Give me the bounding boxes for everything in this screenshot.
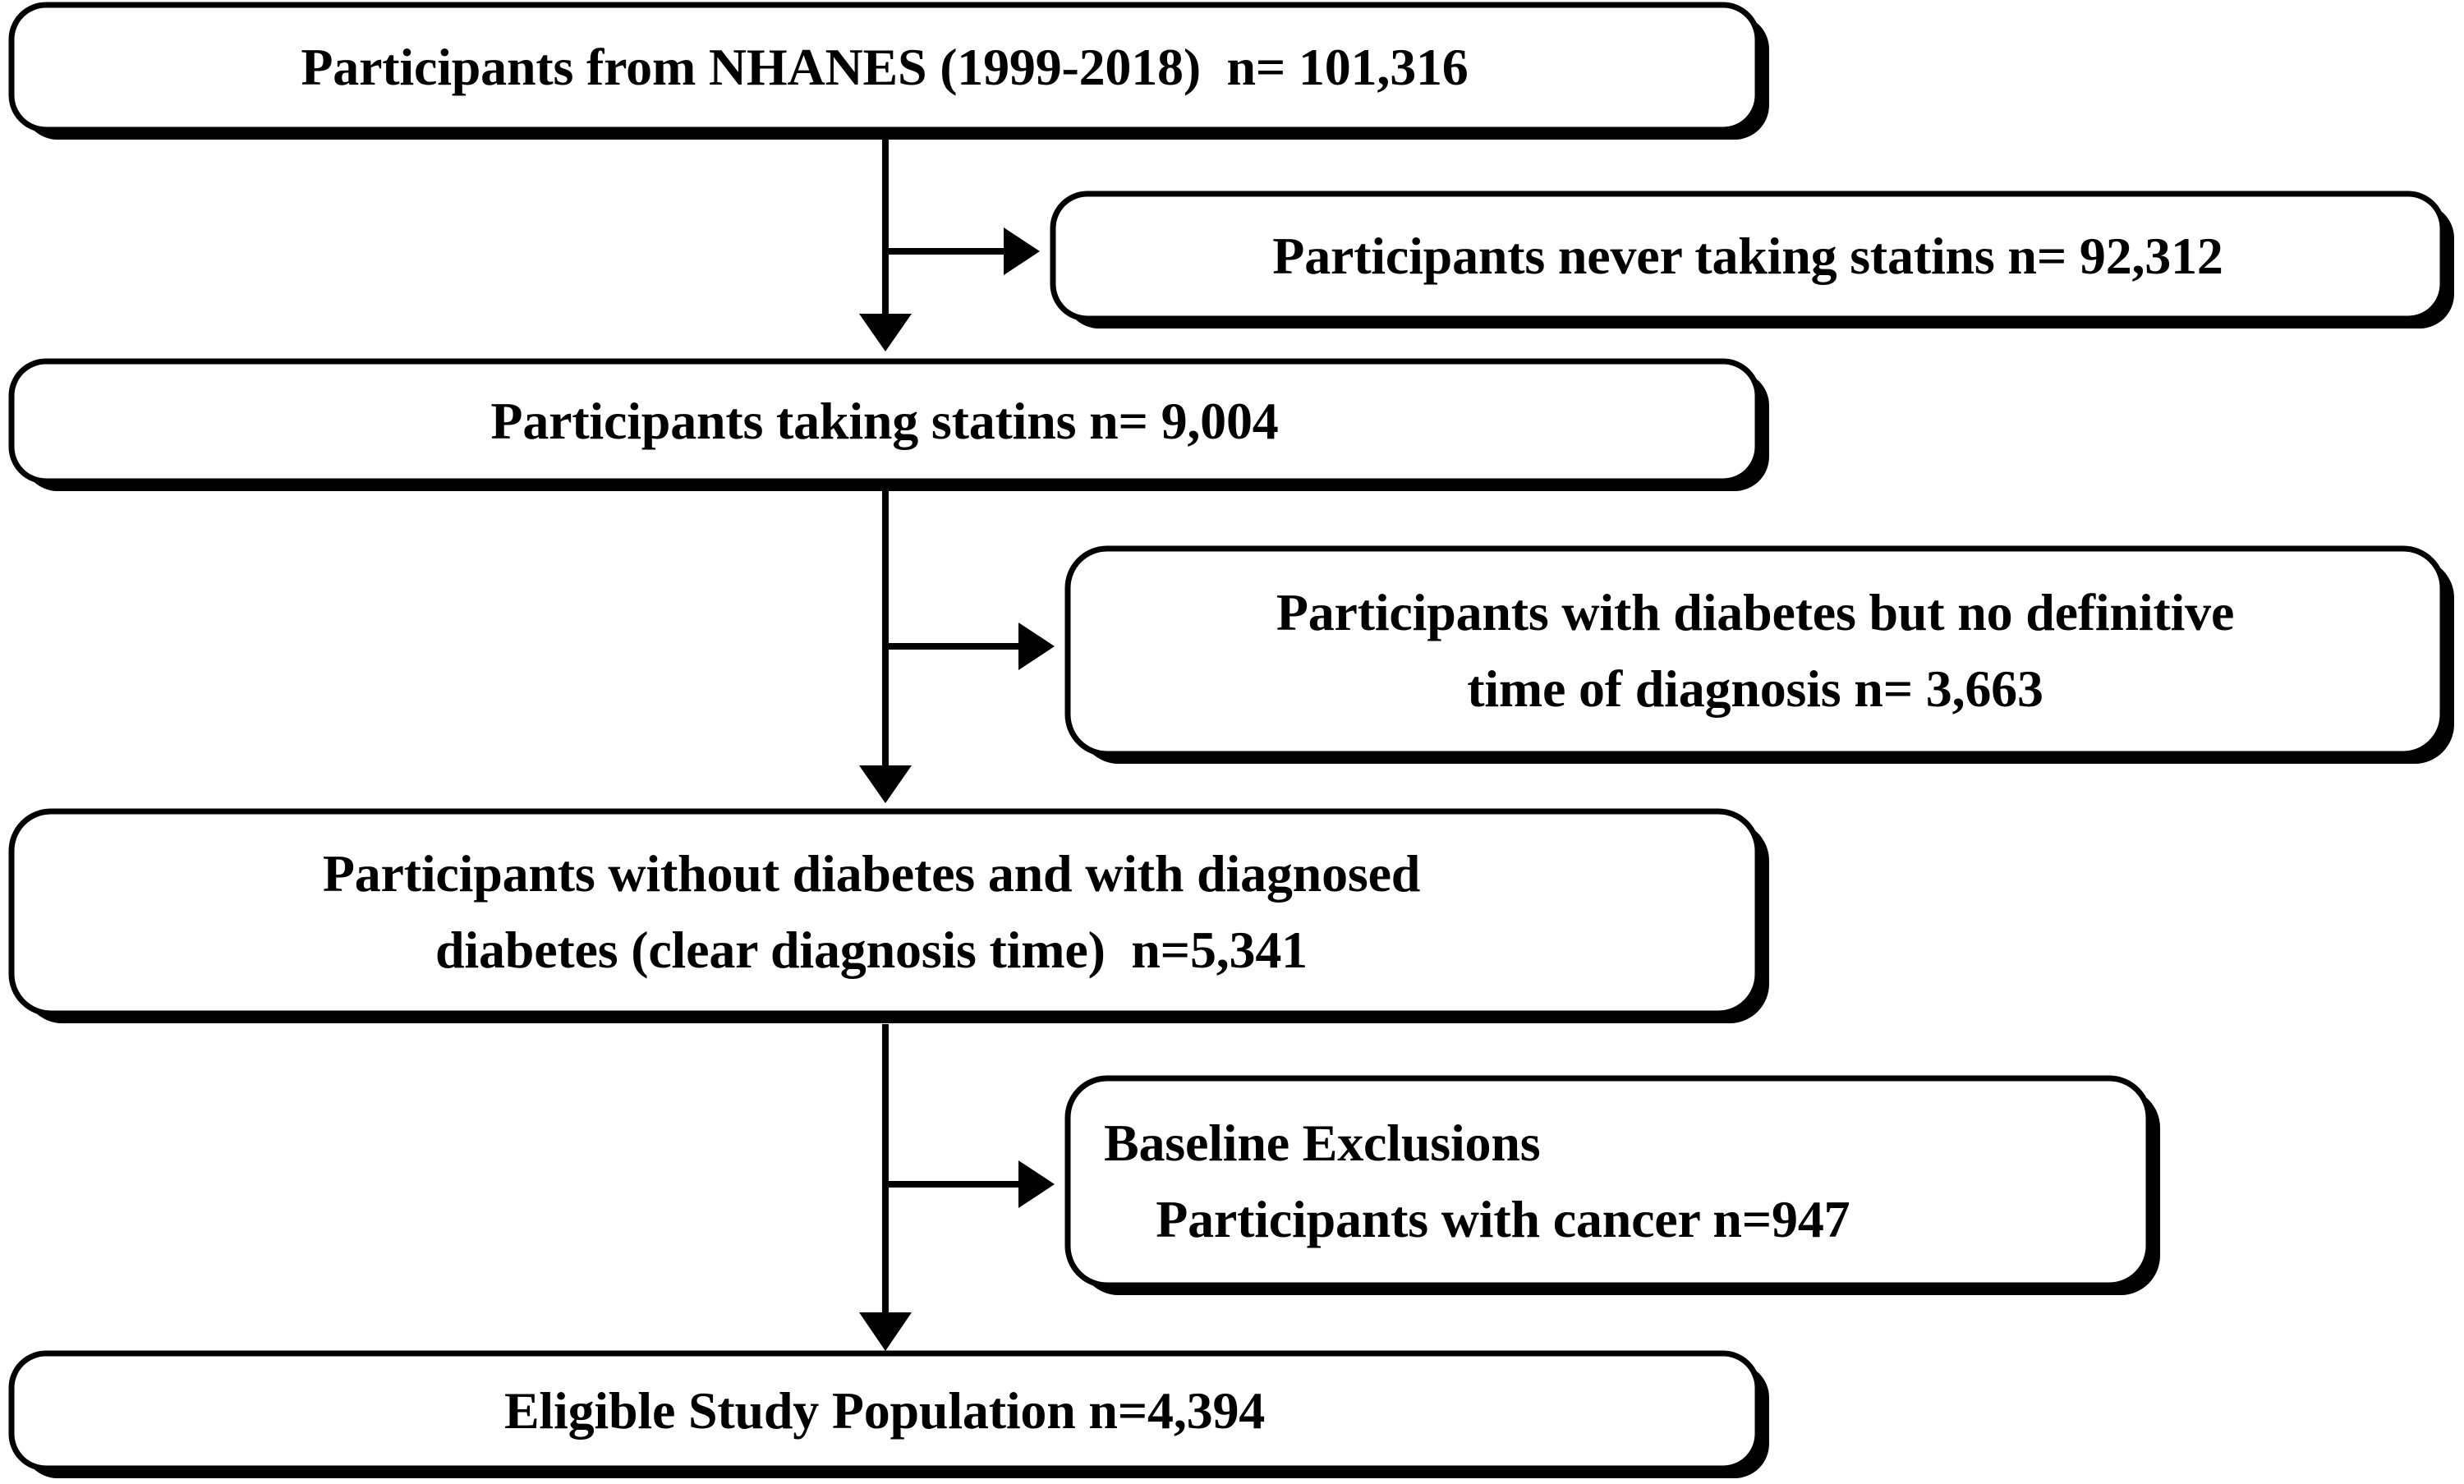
node-n1-shape <box>8 2 1761 133</box>
connector-n3-to-n4-arrowhead <box>1018 623 1055 670</box>
node-n5-shape <box>8 808 1761 1017</box>
node-n6-shape <box>1064 1075 2152 1289</box>
connector-n5-to-n6-arrowhead <box>1018 1160 1055 1208</box>
node-shape-group <box>8 2 2454 1478</box>
node-n2-shape <box>1050 191 2446 322</box>
connector-n5-to-n7-arrowhead <box>859 1312 912 1351</box>
connector-n1-to-n3-arrowhead <box>859 314 912 351</box>
connector-n3-to-n5-arrowhead <box>859 765 912 803</box>
node-n3-shape <box>8 358 1761 485</box>
node-n7-shape <box>8 1350 1761 1472</box>
connector-n1-to-n2-arrowhead <box>1004 227 1040 275</box>
connector-group <box>859 136 1055 1351</box>
node-n4-shape <box>1064 545 2446 757</box>
